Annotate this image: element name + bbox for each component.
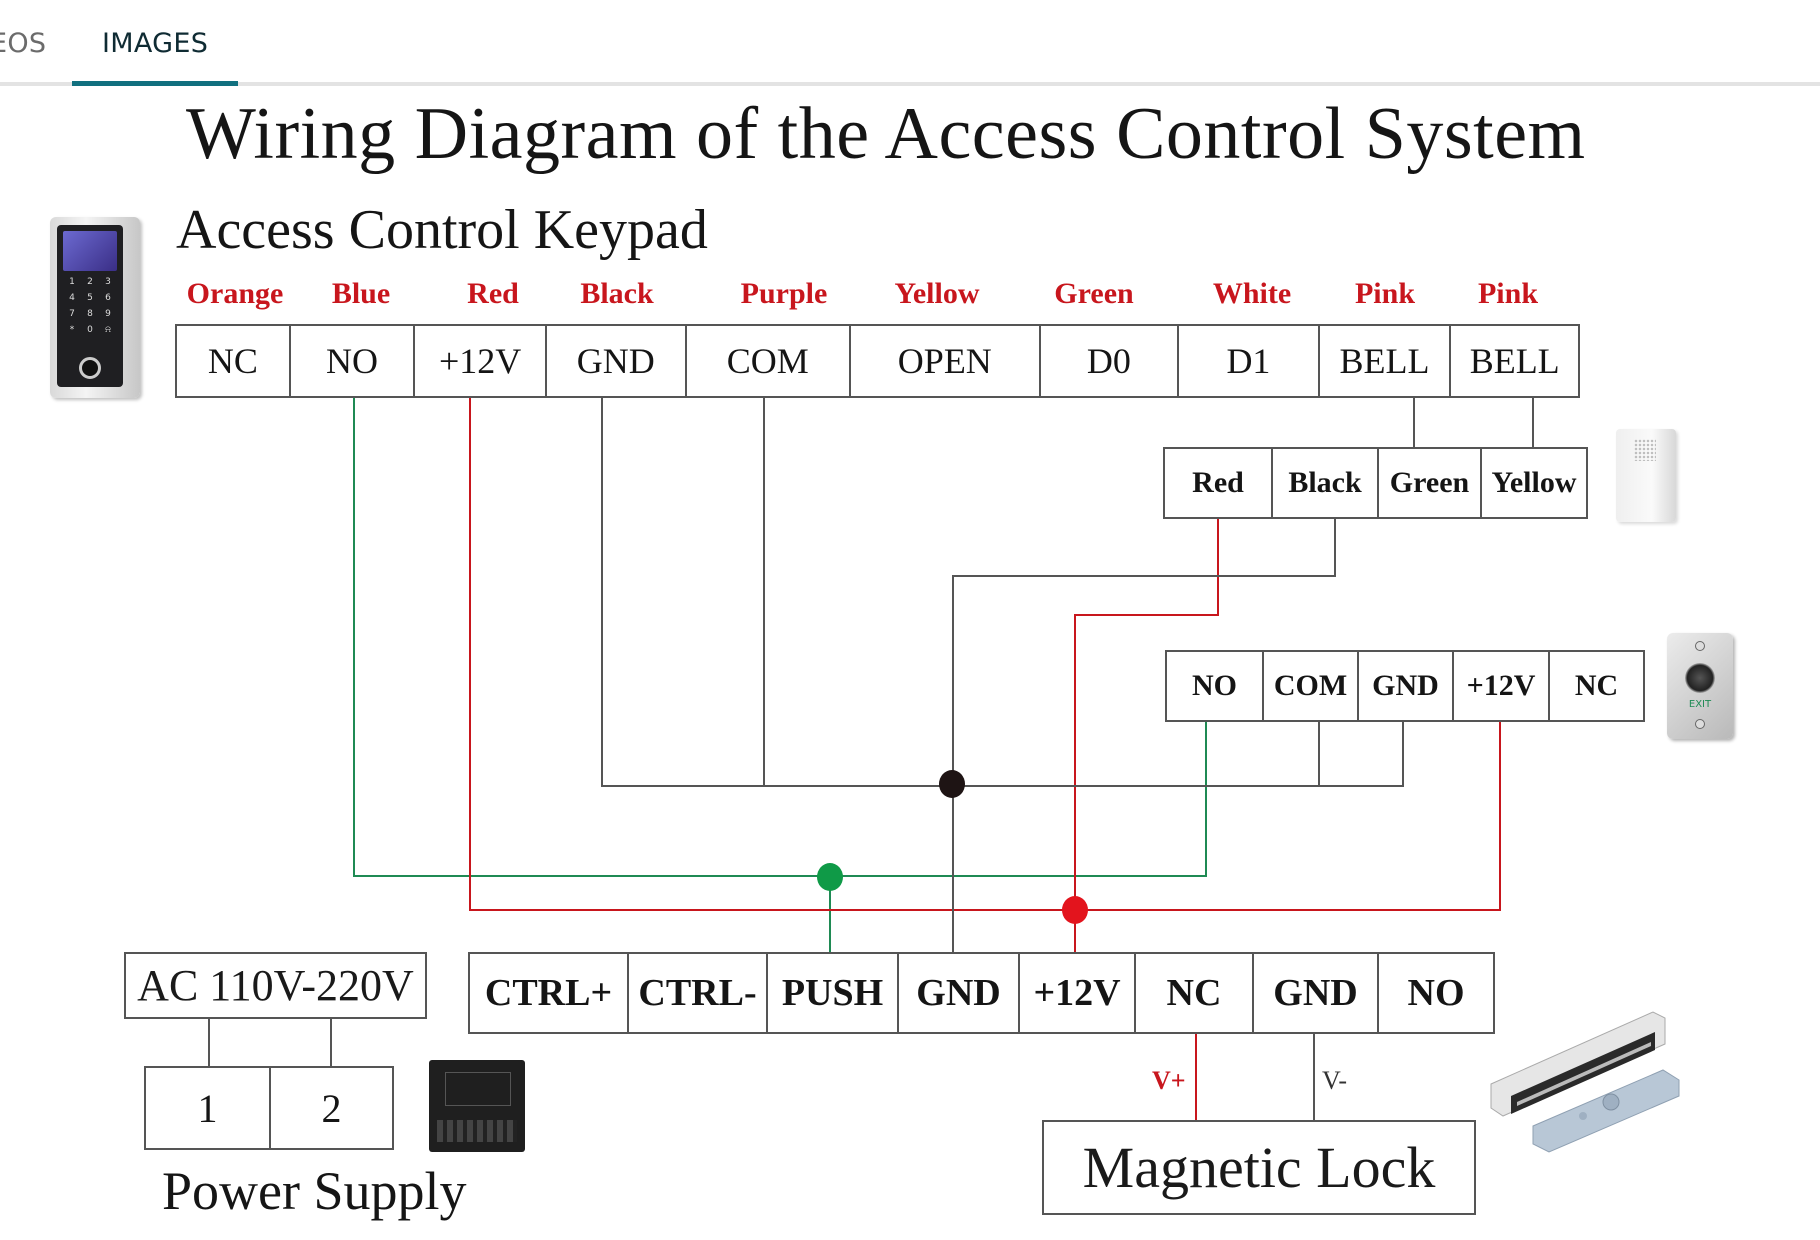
power-supply-device-icon <box>429 1060 525 1152</box>
junction-dot-green <box>817 863 843 891</box>
doorbell-terminal-yellow: Yellow <box>1491 466 1577 499</box>
exit-terminal-gnd: GND <box>1359 652 1454 720</box>
exit-terminal-12v: +12V <box>1454 652 1550 720</box>
exit-terminal-com: COM <box>1264 652 1359 720</box>
exit-button-terminal-block: NO COM GND +12V NC <box>1165 650 1645 722</box>
power-supply-label: Power Supply <box>162 1161 467 1221</box>
keypad-keys: 1 2 3 4 5 6 7 8 9 * 0 ⍾ <box>63 277 117 335</box>
doorbell-terminal-black: Black <box>1273 449 1379 517</box>
keypad-screen <box>63 231 117 271</box>
tab-videos[interactable]: EOS <box>0 28 47 59</box>
keypad-terminal-open: OPEN <box>851 326 1041 396</box>
keypad-terminal-nc: NC <box>177 326 291 396</box>
ctrl-terminal-nc: NC <box>1136 954 1254 1032</box>
keypad-terminal-com: COM <box>687 326 852 396</box>
wire-color-label: Yellow <box>894 277 980 310</box>
keypad-terminal-bell-1: BELL <box>1320 326 1452 396</box>
wire-color-label: Pink <box>1477 277 1539 310</box>
wire-color-label: Black <box>580 277 654 310</box>
active-tab-indicator <box>72 81 238 86</box>
junction-dot-black <box>939 770 965 798</box>
tab-divider <box>0 82 1820 86</box>
key: 9 <box>105 309 111 319</box>
psu-terminal-strip <box>437 1120 517 1142</box>
keypad-terminal-gnd: GND <box>547 326 687 396</box>
ctrl-terminal-no: NO <box>1407 972 1465 1014</box>
keypad-device-icon: 1 2 3 4 5 6 7 8 9 * 0 ⍾ <box>50 217 140 398</box>
exit-button-device-icon: EXIT <box>1667 633 1733 739</box>
bell-key-icon: ⍾ <box>105 325 111 335</box>
keypad-terminal-no: NO <box>291 326 416 396</box>
psu-label-plate <box>445 1072 511 1106</box>
push-button-icon <box>1685 663 1715 693</box>
wire-color-label: Purple <box>740 277 828 310</box>
ctrl-terminal-ctrl-plus: CTRL+ <box>470 954 629 1032</box>
diagram-title: Wiring Diagram of the Access Control Sys… <box>186 93 1586 175</box>
ctrl-terminal-12v: +12V <box>1020 954 1136 1032</box>
wire-color-label: Orange <box>186 277 284 310</box>
fingerprint-sensor-icon <box>79 357 101 379</box>
exit-terminal-no: NO <box>1167 652 1264 720</box>
ctrl-terminal-gnd-2: GND <box>1254 954 1379 1032</box>
ac-input-box: AC 110V-220V <box>124 952 427 1019</box>
ctrl-terminal-gnd: GND <box>899 954 1020 1032</box>
wire-color-label: Pink <box>1354 277 1416 310</box>
screw-icon <box>1695 641 1705 651</box>
key: 3 <box>105 277 111 287</box>
key: 5 <box>87 293 93 303</box>
junction-dot-red <box>1062 896 1088 924</box>
wire-color-label: White <box>1212 277 1292 310</box>
doorbell-speaker-grill <box>1634 439 1656 461</box>
magnetic-lock-device-icon <box>1490 1011 1680 1153</box>
wire-red-to-doorbell <box>1074 519 1219 952</box>
key: 1 <box>69 277 75 287</box>
key: * <box>69 325 75 335</box>
vminus-label: V- <box>1322 1066 1348 1095</box>
doorbell-terminal-red: Red <box>1165 449 1273 517</box>
key: 4 <box>69 293 75 303</box>
tab-images[interactable]: IMAGES <box>102 28 209 59</box>
keypad-terminal-d0: D0 <box>1041 326 1180 396</box>
magnetic-lock-box: Magnetic Lock <box>1042 1120 1476 1215</box>
wire-color-label: Blue <box>331 277 391 310</box>
wire-green-keypad-no <box>353 398 1207 877</box>
screw-icon <box>1695 719 1705 729</box>
controller-terminal-block: CTRL+ CTRL- PUSH GND +12V NC GND NO <box>468 952 1495 1034</box>
keypad-terminal-12v: +12V <box>415 326 547 396</box>
keypad-terminal-bell-2: BELL <box>1469 341 1560 381</box>
keypad-heading: Access Control Keypad <box>176 199 708 261</box>
key: 7 <box>69 309 75 319</box>
tab-bar: EOS IMAGES <box>0 0 1820 86</box>
doorbell-device-icon <box>1616 429 1676 522</box>
ctrl-terminal-push: PUSH <box>768 954 899 1032</box>
wire-color-label: Green <box>1054 277 1134 310</box>
psu-terminal-2: 2 <box>321 1085 342 1131</box>
psu-terminal-1: 1 <box>146 1068 271 1148</box>
wire-black-to-doorbell <box>952 519 1336 952</box>
keypad-terminal-block: NC NO +12V GND COM OPEN D0 D1 BELL BELL <box>175 324 1580 398</box>
key: 2 <box>87 277 93 287</box>
power-supply-terminal-block: 1 2 <box>144 1066 394 1150</box>
key: 6 <box>105 293 111 303</box>
vplus-label: V+ <box>1152 1066 1186 1095</box>
exit-text: EXIT <box>1688 699 1712 710</box>
key: 8 <box>87 309 93 319</box>
doorbell-terminal-block: Red Black Green Yellow <box>1163 447 1588 519</box>
exit-terminal-nc: NC <box>1574 669 1619 702</box>
wire-color-label: Red <box>467 277 519 310</box>
doorbell-terminal-green: Green <box>1379 449 1482 517</box>
keypad-terminal-d1: D1 <box>1179 326 1320 396</box>
key: 0 <box>87 325 93 335</box>
ctrl-terminal-ctrl-minus: CTRL- <box>629 954 768 1032</box>
